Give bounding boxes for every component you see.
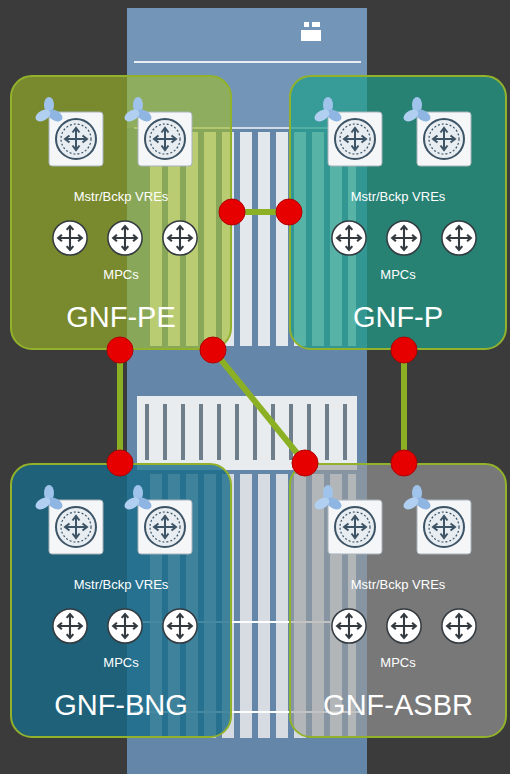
logo-icon (313, 97, 344, 124)
mpc-icon (387, 221, 421, 255)
vre-icon (417, 112, 471, 166)
vre-icon (417, 500, 471, 554)
gnf-name: GNF-PE (66, 302, 176, 334)
logo-icon (402, 97, 433, 124)
gnf-name: GNF-BNG (54, 690, 188, 722)
chassis-cards (145, 404, 347, 460)
mpc-icon (442, 609, 476, 643)
gnf-link (401, 350, 407, 463)
mpc-icon (53, 221, 87, 255)
component-label: MPCs (380, 656, 415, 670)
link-endpoint (107, 337, 133, 363)
link-endpoint (391, 450, 417, 476)
component-label: MPCs (103, 656, 138, 670)
gnf-box: Mstr/Bckp VREsMPCsGNF-ASBR (289, 463, 507, 738)
component-label: Mstr/Bckp VREs (351, 578, 446, 592)
link-endpoint (200, 337, 226, 363)
link-endpoint (219, 199, 245, 225)
vre-icon (49, 112, 103, 166)
chassis-logo (301, 22, 321, 41)
vre-icon (138, 112, 192, 166)
mpc-icon (442, 221, 476, 255)
gnf-name: GNF-ASBR (323, 690, 473, 722)
link-endpoint (276, 199, 302, 225)
logo-icon (402, 485, 433, 512)
vre-icon (328, 112, 382, 166)
component-label: Mstr/Bckp VREs (351, 190, 446, 204)
gnf-link (232, 209, 289, 215)
mpc-icon (163, 221, 197, 255)
mpc-icon (53, 609, 87, 643)
gnf-link (117, 350, 123, 463)
component-label: MPCs (103, 268, 138, 282)
logo-icon (34, 485, 65, 512)
chassis-line (134, 61, 361, 63)
logo-icon (34, 97, 65, 124)
mpc-icon (108, 609, 142, 643)
link-endpoint (391, 337, 417, 363)
gnf-name: GNF-P (353, 302, 443, 334)
mpc-icon (108, 221, 142, 255)
logo-icon (123, 485, 154, 512)
mpc-icon (332, 609, 366, 643)
chassis-panel (137, 396, 357, 470)
vre-icon (138, 500, 192, 554)
component-label: MPCs (380, 268, 415, 282)
gnf-box: Mstr/Bckp VREsMPCsGNF-BNG (10, 463, 232, 738)
link-endpoint (292, 450, 318, 476)
gnf-box: Mstr/Bckp VREsMPCsGNF-PE (10, 75, 232, 350)
link-endpoint (107, 450, 133, 476)
vre-icon (49, 500, 103, 554)
gnf-link (213, 350, 305, 463)
gnf-box: Mstr/Bckp VREsMPCsGNF-P (289, 75, 507, 350)
mpc-icon (332, 221, 366, 255)
logo-icon (313, 485, 344, 512)
vre-icon (328, 500, 382, 554)
component-label: Mstr/Bckp VREs (74, 578, 169, 592)
mpc-icon (387, 609, 421, 643)
mpc-icon (163, 609, 197, 643)
logo-icon (123, 97, 154, 124)
component-label: Mstr/Bckp VREs (74, 190, 169, 204)
